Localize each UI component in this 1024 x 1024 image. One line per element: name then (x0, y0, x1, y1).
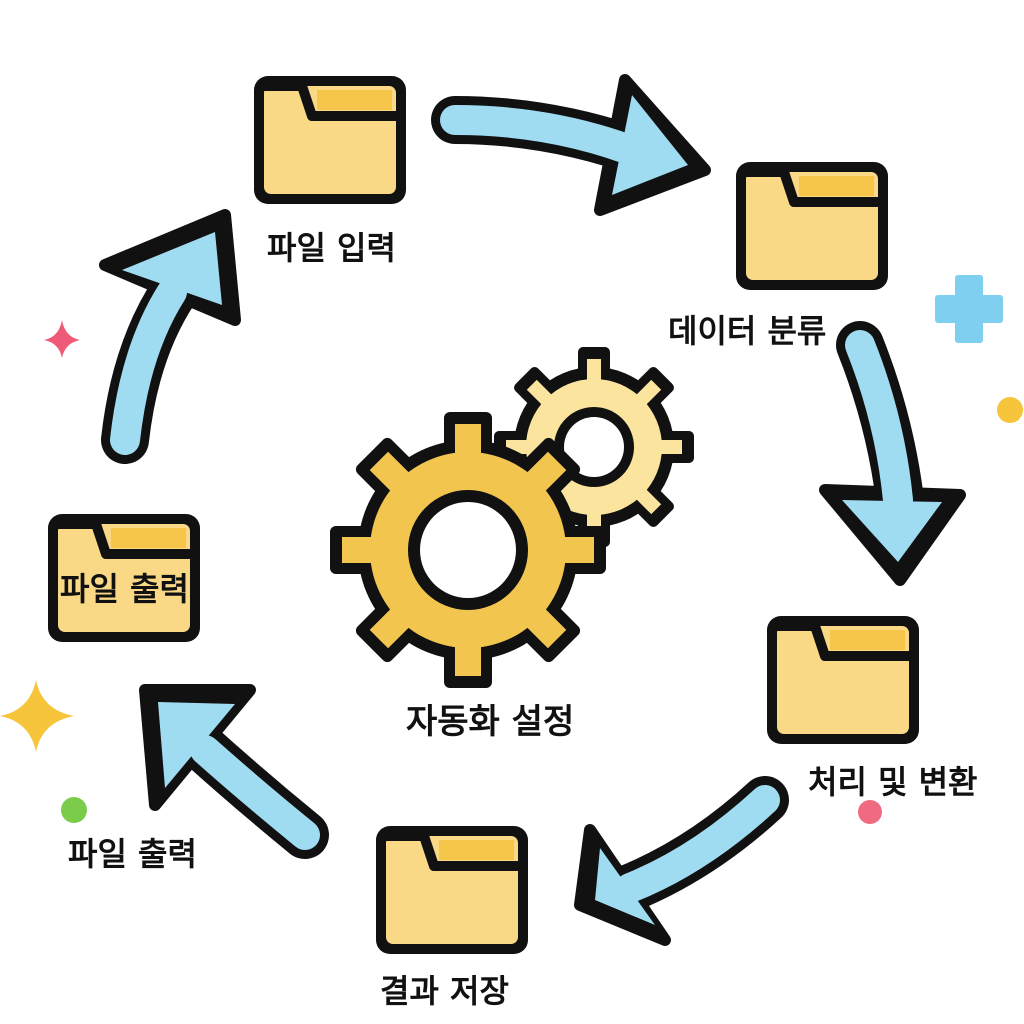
arrow-process-to-save (574, 776, 789, 946)
arrow-save-to-output (139, 684, 329, 859)
folder-icon-process (767, 616, 919, 744)
step-label-save: 결과 저장 (380, 972, 509, 1010)
step-label-input: 파일 입력 (267, 229, 396, 267)
dot-pink (858, 800, 882, 824)
sparkle-icon-yellow (0, 680, 74, 752)
step-label-classify: 데이터 분류 (668, 312, 827, 350)
gear-icon-large (330, 412, 606, 688)
arrow-input-to-classify (431, 74, 711, 216)
arrow-output-to-input (99, 209, 241, 464)
dot-green (61, 797, 87, 823)
sparkle-icon-blue (935, 275, 1003, 343)
sparkle-icon-pink (44, 320, 80, 358)
dot-yellow (997, 397, 1023, 423)
step-label-process: 처리 및 변환 (808, 763, 978, 801)
center-label: 자동화 설정 (406, 702, 575, 742)
folder-icon-classify (736, 162, 888, 290)
arrow-classify-to-process (819, 321, 966, 586)
folder-inner-label: 파일 출력 (60, 570, 189, 608)
folder-icon-save (376, 826, 528, 954)
step-label-output: 파일 출력 (68, 835, 197, 873)
folder-icon-input (254, 76, 406, 204)
